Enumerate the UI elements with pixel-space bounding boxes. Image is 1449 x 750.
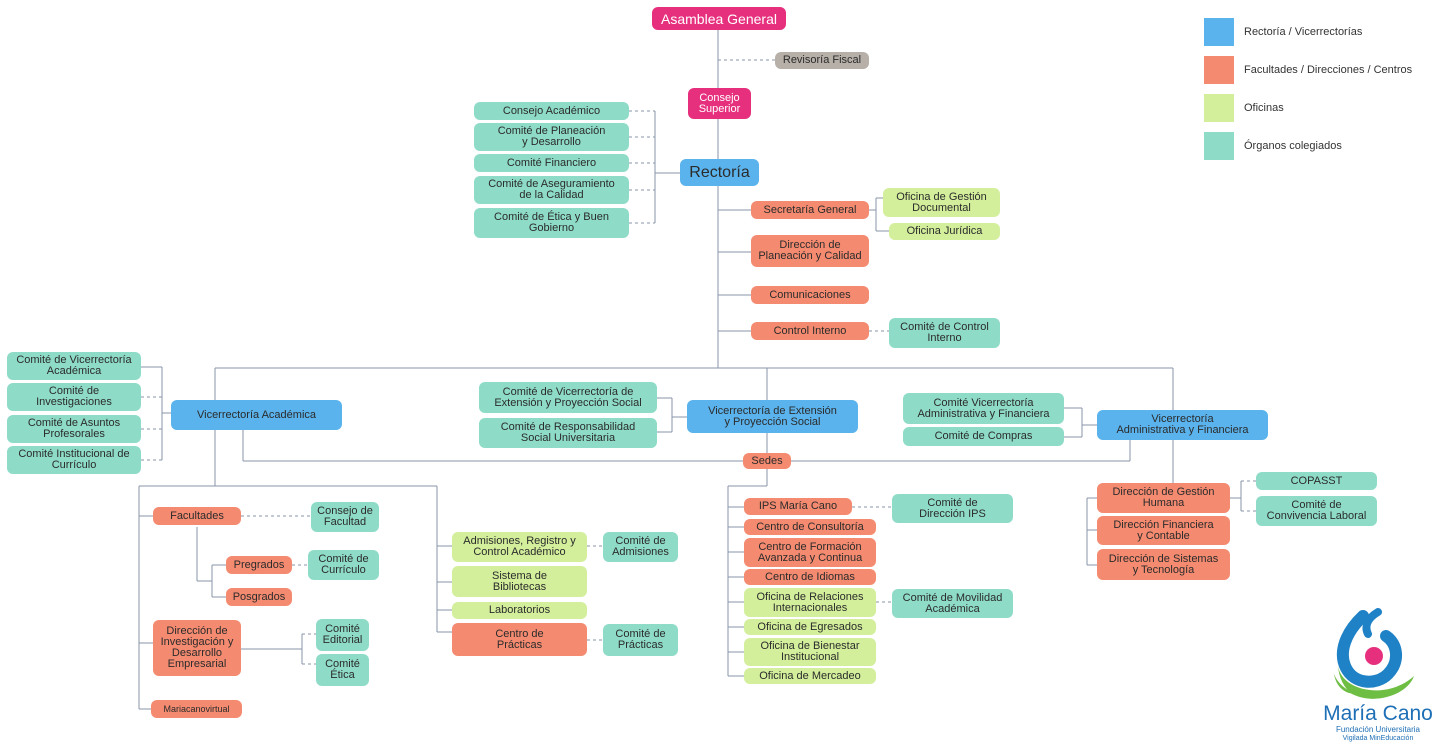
node-consejo-academico: Consejo Académico (474, 102, 629, 120)
node-comite-convivencia: Comité de Convivencia Laboral (1256, 496, 1377, 526)
node-consejo-facultad: Consejo de Facultad (311, 502, 379, 532)
node-oficina-gestion-documental: Oficina de Gestión Documental (883, 188, 1000, 217)
node-oficina-juridica: Oficina Jurídica (889, 223, 1000, 240)
logo-tagline: Vigilada MinEducación (1342, 735, 1414, 742)
node-posgrados: Posgrados (226, 588, 292, 606)
node-oficina-egresados: Oficina de Egresados (744, 619, 876, 635)
legend-swatch (1204, 132, 1234, 160)
node-comite-control-interno: Comité de Control Interno (889, 318, 1000, 348)
node-centro-formacion: Centro de Formación Avanzada y Continua (744, 538, 876, 567)
node-comite-practicas: Comité de Prácticas (603, 624, 678, 656)
node-oficina-bienestar: Oficina de Bienestar Institucional (744, 638, 876, 666)
legend-label: Facultades / Direcciones / Centros (1244, 64, 1413, 76)
node-direccion-planeacion: Dirección de Planeación y Calidad (751, 235, 869, 267)
node-comunicaciones: Comunicaciones (751, 286, 869, 304)
node-comite-responsabilidad-social: Comité de Responsabilidad Social Univers… (479, 418, 657, 448)
node-comite-vicerrectoria-extension: Comité de Vicerrectoría de Extensión y P… (479, 382, 657, 413)
node-comite-admisiones: Comité de Admisiones (603, 532, 678, 562)
node-comite-vicerrectoria-academica: Comité de Vicerrectoría Académica (7, 352, 141, 380)
node-ips-maria-cano: IPS María Cano (744, 498, 852, 515)
node-oficina-relaciones: Oficina de Relaciones Internacionales (744, 588, 876, 617)
node-comite-vicerrectoria-administrativa: Comité Vicerrectoría Administrativa y Fi… (903, 393, 1064, 424)
legend-item-oficinas: Oficinas (1204, 94, 1284, 122)
legend-swatch (1204, 18, 1234, 46)
node-comite-institucional-curriculo: Comité Institucional de Currículo (7, 446, 141, 474)
node-revisoria-fiscal: Revisoría Fiscal (775, 52, 869, 69)
node-facultades: Facultades (153, 507, 241, 525)
legend-label: Órganos colegiados (1244, 140, 1342, 152)
logo-mark-icon (1334, 608, 1414, 699)
node-direccion-gestion-humana: Dirección de Gestión Humana (1097, 483, 1230, 513)
legend-item-rectoria: Rectoría / Vicerrectorías (1204, 18, 1362, 46)
node-comite-etica: Comité Ética (316, 654, 369, 686)
node-comite-investigaciones: Comité de Investigaciones (7, 383, 141, 411)
node-comite-curriculo: Comité de Currículo (308, 550, 379, 580)
legend-label: Rectoría / Vicerrectorías (1244, 26, 1363, 38)
node-direccion-financiera: Dirección Financiera y Contable (1097, 516, 1230, 545)
node-laboratorios: Laboratorios (452, 602, 587, 619)
legend-label: Oficinas (1244, 102, 1284, 114)
node-admisiones: Admisiones, Registro y Control Académico (452, 532, 587, 562)
legend-swatch (1204, 94, 1234, 122)
node-centro-practicas: Centro de Prácticas (452, 623, 587, 656)
node-comite-financiero: Comité Financiero (474, 154, 629, 172)
legend-swatch (1204, 56, 1234, 84)
node-vicerrectoria-academica: Vicerrectoría Académica (171, 400, 342, 430)
node-comite-editorial: Comité Editorial (316, 619, 369, 651)
node-vicerrectoria-administrativa: Vicerrectoría Administrativa y Financier… (1097, 410, 1268, 440)
node-sistema-bibliotecas: Sistema de Bibliotecas (452, 566, 587, 597)
node-centro-idiomas: Centro de Idiomas (744, 569, 876, 585)
maria-cano-logo: María Cano Fundación Universitaria Vigil… (1316, 604, 1440, 744)
node-mariacanovirtual: Mariacanovirtual (151, 700, 242, 718)
logo-subtitle: Fundación Universitaria (1335, 725, 1421, 734)
node-control-interno: Control Interno (751, 322, 869, 340)
node-direccion-sistemas: Dirección de Sistemas y Tecnología (1097, 549, 1230, 580)
node-rectoria: Rectoría (680, 159, 759, 186)
node-sedes: Sedes (743, 453, 791, 469)
node-centro-consultoria: Centro de Consultoría (744, 519, 876, 535)
node-direccion-investigacion: Dirección de Investigación y Desarrollo … (153, 620, 241, 676)
node-secretaria-general: Secretaría General (751, 201, 869, 219)
node-copasst: COPASST (1256, 472, 1377, 490)
node-comite-aseguramiento: Comité de Aseguramiento de la Calidad (474, 176, 629, 204)
node-comite-etica-buen-gobierno: Comité de Ética y Buen Gobierno (474, 208, 629, 238)
legend-item-facultades: Facultades / Direcciones / Centros (1204, 56, 1412, 84)
node-comite-compras: Comité de Compras (903, 427, 1064, 446)
node-comite-planeacion: Comité de Planeación y Desarrollo (474, 123, 629, 151)
legend-item-organos: Órganos colegiados (1204, 132, 1342, 160)
node-comite-asuntos-profesorales: Comité de Asuntos Profesorales (7, 415, 141, 443)
logo-title: María Cano (1323, 702, 1433, 725)
node-comite-movilidad: Comité de Movilidad Académica (892, 589, 1013, 618)
node-oficina-mercadeo: Oficina de Mercadeo (744, 668, 876, 684)
node-consejo-superior: Consejo Superior (688, 88, 751, 119)
node-pregrados: Pregrados (226, 556, 292, 574)
node-asamblea-general: Asamblea General (652, 7, 786, 30)
node-comite-direccion-ips: Comité de Dirección IPS (892, 494, 1013, 523)
node-vicerrectoria-extension: Vicerrectoría de Extensión y Proyección … (687, 400, 858, 433)
